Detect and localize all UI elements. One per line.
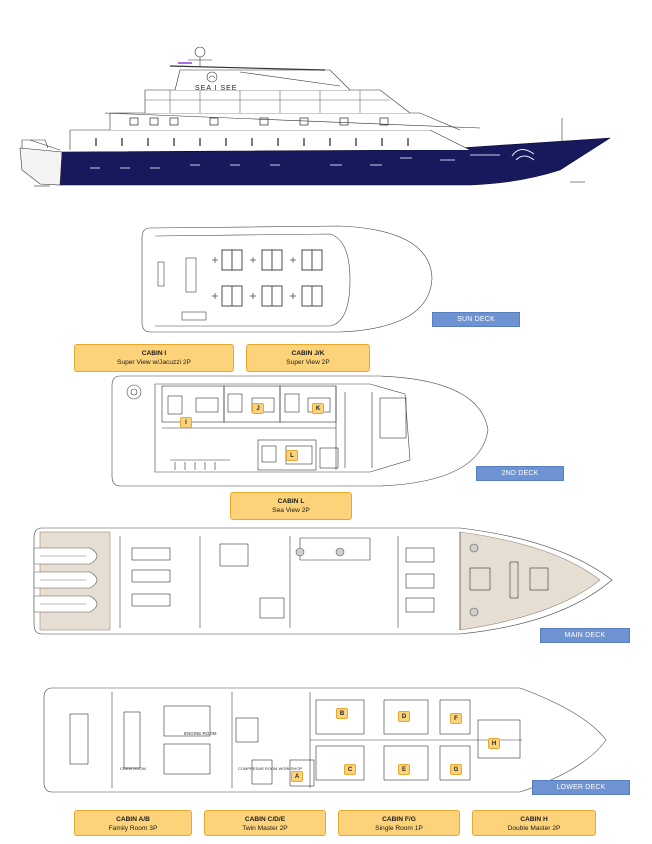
engine-room-label: ENGINE ROOM [184, 731, 217, 736]
yacht-name-label: SEA I SEE [195, 85, 237, 92]
compressor-room-label: COMPRESAR ROOM WORKSHOP [238, 766, 303, 771]
cabin-cde-label: CABIN C/D/E Twin Master 2P [204, 810, 326, 836]
second-deck-plan [111, 375, 489, 487]
cabin-tag-j: J [252, 403, 264, 414]
cabin-ab-desc: Family Room 3P [108, 825, 158, 832]
cabin-h-desc: Double Master 2P [507, 825, 561, 832]
cabin-jk-name: CABIN J/K [291, 350, 325, 357]
cabin-h-label: CABIN H Double Master 2P [472, 810, 596, 836]
cabin-tag-l: L [286, 450, 298, 461]
cabin-i-name: CABIN I [141, 350, 167, 357]
cabin-tag-d: D [398, 711, 410, 722]
cabin-tag-f: F [450, 713, 462, 724]
cabin-cde-name: CABIN C/D/E [244, 816, 286, 823]
main-deck-plan [33, 527, 613, 635]
cabin-tag-k: K [312, 403, 324, 414]
sun-deck-plan [141, 225, 433, 333]
cabin-tag-b: B [336, 708, 348, 719]
lower-deck-plan [43, 687, 607, 793]
cabin-l-name: CABIN L [277, 498, 305, 505]
cabin-h-name: CABIN H [520, 816, 548, 823]
cabin-l-label: CABIN L Sea View 2P [230, 492, 352, 520]
cabin-fg-desc: Single Room 1P [375, 825, 423, 832]
cabin-tag-h: H [488, 738, 500, 749]
cabin-i-label: CABIN I Super View w/Jacuzzi 2P [74, 344, 234, 372]
cabin-fg-label: CABIN F/G Single Room 1P [338, 810, 460, 836]
crew-room-label: CREW ROOM [120, 766, 146, 771]
second-deck-tag: 2ND DECK [476, 466, 564, 481]
cabin-ab-name: CABIN A/B [116, 816, 150, 823]
sun-deck-tag: SUN DECK [432, 312, 520, 327]
cabin-i-desc: Super View w/Jacuzzi 2P [117, 359, 191, 366]
yacht-side-profile [19, 46, 611, 187]
cabin-tag-e: E [398, 764, 410, 775]
cabin-tag-i: I [180, 417, 192, 428]
main-deck-tag: MAIN DECK [540, 628, 630, 643]
cabin-jk-desc: Super View 2P [286, 359, 330, 366]
cabin-l-desc: Sea View 2P [272, 507, 310, 514]
cabin-cde-desc: Twin Master 2P [242, 825, 288, 832]
lower-deck-tag: LOWER DECK [532, 780, 630, 795]
cabin-tag-a: A [291, 771, 303, 782]
cabin-tag-g: G [450, 764, 462, 775]
cabin-tag-c: C [344, 764, 356, 775]
cabin-jk-label: CABIN J/K Super View 2P [246, 344, 370, 372]
cabin-fg-name: CABIN F/G [382, 816, 416, 823]
cabin-ab-label: CABIN A/B Family Room 3P [74, 810, 192, 836]
